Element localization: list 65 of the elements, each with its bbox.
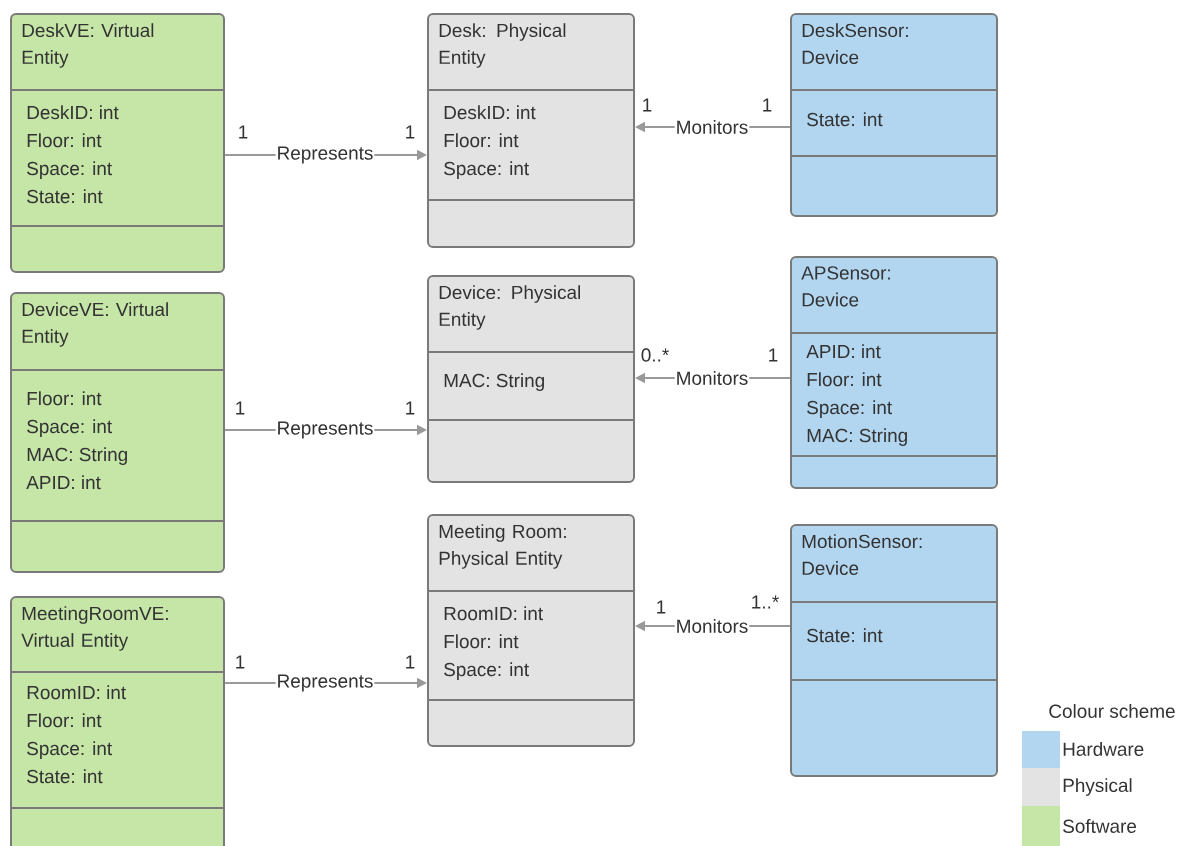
class-name: Desk: Physical Entity [439,23,566,68]
attribute-text: Floor: int [807,372,882,387]
attribute-text: Space: int [444,662,529,680]
attribute-text: APID: int [806,344,881,359]
class-box [426,275,635,483]
attribute-text: Space: int [807,400,892,418]
class-name: MotionSensor: Device [802,534,922,575]
class-box [789,13,998,217]
class-box [789,524,998,777]
multiplicity-label: 1 [769,348,778,362]
edge-label: Monitors [674,120,750,134]
attribute-text: RoomID: int [27,685,126,700]
attribute-text: State: int [807,628,883,643]
edge-label: Represents [275,146,375,164]
attribute-text: DeskID: int [27,105,119,120]
multiplicity-label: 1 [236,655,245,669]
multiplicity-label: 0..* [641,348,669,362]
multiplicity-label: 1 [239,125,248,139]
class-box [9,292,225,573]
edge-label: Monitors [674,371,750,385]
edge-label: Monitors [674,619,750,633]
legend-text: Physical [1063,778,1132,796]
attribute-text: State: int [27,189,103,204]
attribute-text: State: int [27,769,103,784]
attribute-text: Floor: int [27,391,102,406]
legend-title: Colour scheme [1049,704,1175,718]
class-name: APSensor: Device [801,266,890,307]
legend-text: Software [1063,819,1137,833]
edge-label: Represents [275,674,375,692]
class-name: Meeting Room: Physical Entity [439,524,566,569]
attribute-text: Floor: int [27,133,102,148]
class-box [9,596,225,846]
attribute-text: Space: int [444,161,529,179]
attribute-text: MAC: String [444,373,544,391]
attribute-text: Floor: int [444,133,519,148]
edge-label: Represents [275,421,375,439]
attribute-text: Floor: int [444,634,519,649]
class-name: Device: Physical Entity [439,285,580,330]
attribute-text: Floor: int [27,713,102,728]
multiplicity-label: 1 [657,600,666,614]
attribute-text: State: int [807,112,883,127]
attribute-text: Space: int [27,161,112,179]
attribute-text: Space: int [27,419,112,437]
attribute-text: MAC: String [27,447,127,465]
class-box [9,13,225,273]
attribute-text: RoomID: int [444,606,543,621]
multiplicity-label: 1 [406,401,415,415]
class-name: DeviceVE: Virtual Entity [22,302,168,347]
attribute-text: DeskID: int [444,105,536,120]
legend-text: Hardware [1063,742,1144,756]
class-name: DeskVE: Virtual Entity [22,23,154,68]
multiplicity-label: 1 [236,401,245,415]
multiplicity-label: 1 [763,98,772,112]
class-box [426,13,635,248]
attribute-text: Space: int [27,741,112,759]
class-box [426,514,635,747]
class-name: DeskSensor: Device [802,23,908,64]
attribute-text: APID: int [26,475,101,490]
multiplicity-label: 1..* [752,595,779,609]
attribute-text: MAC: String [807,428,907,446]
multiplicity-label: 1 [643,98,652,112]
class-box [789,256,998,489]
multiplicity-label: 1 [406,655,415,669]
class-name: MeetingRoomVE: Virtual Entity [21,606,168,651]
multiplicity-label: 1 [406,125,415,139]
